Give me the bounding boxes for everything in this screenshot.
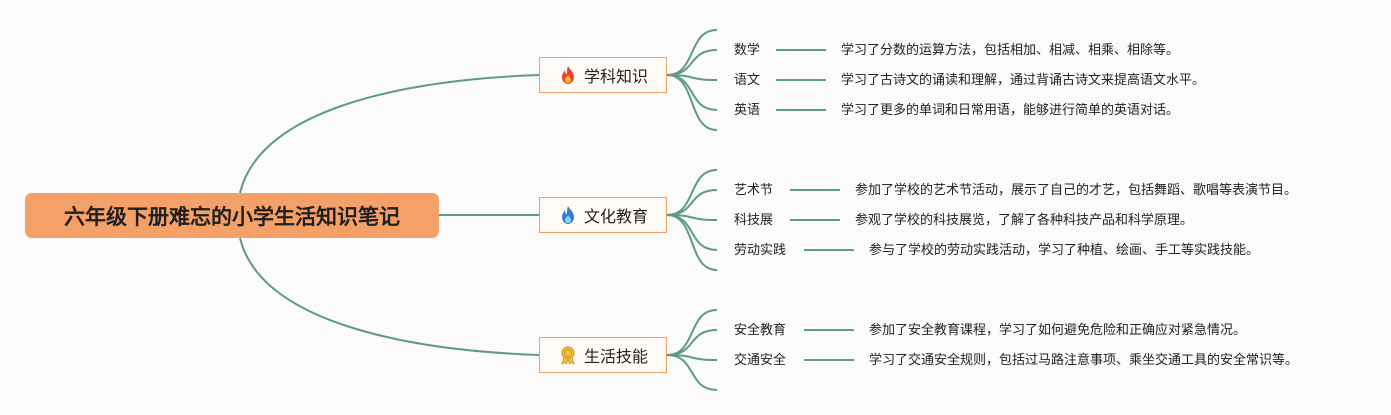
leaf-item[interactable]: 交通安全 (734, 353, 787, 368)
leaf-item[interactable]: 安全教育 (734, 323, 787, 338)
root-node-label: 六年级下册难忘的小学生活知识笔记 (64, 204, 400, 229)
branch-label: 生活技能 (583, 347, 648, 366)
leaf-description: 参加了安全教育课程，学习了如何避免危险和正确应对紧急情况。 (869, 323, 1247, 338)
leaf-description: 学习了更多的单词和日常用语，能够进行简单的英语对话。 (841, 103, 1180, 118)
leaf-item[interactable]: 科技展 (734, 213, 774, 228)
leaf-description: 学习了交通安全规则，包括过马路注意事项、乘坐交通工具的安全常识等。 (869, 353, 1299, 368)
leaf-item[interactable]: 语文 (734, 73, 761, 88)
leaf-description: 参加了学校的艺术节活动，展示了自己的才艺，包括舞蹈、歌唱等表演节目。 (855, 183, 1298, 198)
branch-node-subject-knowledge[interactable]: 学科知识 (539, 57, 667, 93)
leaf-description: 参观了学校的科技展览，了解了各种科技产品和科学原理。 (855, 213, 1194, 228)
leaf-item[interactable]: 英语 (734, 103, 761, 118)
root-to-branch-link (239, 74, 540, 194)
branch-label: 文化教育 (583, 207, 648, 226)
branch-label: 学科知识 (583, 67, 648, 86)
branch-to-leaf-link (666, 214, 718, 271)
leaf-item[interactable]: 数学 (734, 43, 761, 58)
branch-to-leaf-link (666, 29, 718, 76)
fire-icon (561, 66, 574, 84)
leaf-description: 学习了分数的运算方法，包括相加、相减、相乘、相除等。 (841, 43, 1180, 58)
branch-to-leaf-link (666, 74, 718, 131)
branch-node-culture-education[interactable]: 文化教育 (539, 197, 667, 233)
branch-to-leaf-link (666, 354, 718, 391)
medal-icon (561, 346, 575, 365)
root-to-branch-link (239, 237, 540, 356)
leaf-item[interactable]: 艺术节 (734, 183, 774, 198)
leaf-item[interactable]: 劳动实践 (734, 243, 787, 258)
branch-to-leaf-link (666, 309, 718, 356)
branch-node-life-skills[interactable]: 生活技能 (539, 337, 667, 373)
branch-to-leaf-link (666, 169, 718, 216)
leaf-description: 学习了古诗文的诵读和理解，通过背诵古诗文来提高语文水平。 (841, 73, 1206, 88)
root-node[interactable]: 六年级下册难忘的小学生活知识笔记 (25, 193, 439, 238)
blue-flame-icon (561, 206, 574, 224)
leaf-description: 参与了学校的劳动实践活动，学习了种植、绘画、手工等实践技能。 (869, 243, 1260, 258)
